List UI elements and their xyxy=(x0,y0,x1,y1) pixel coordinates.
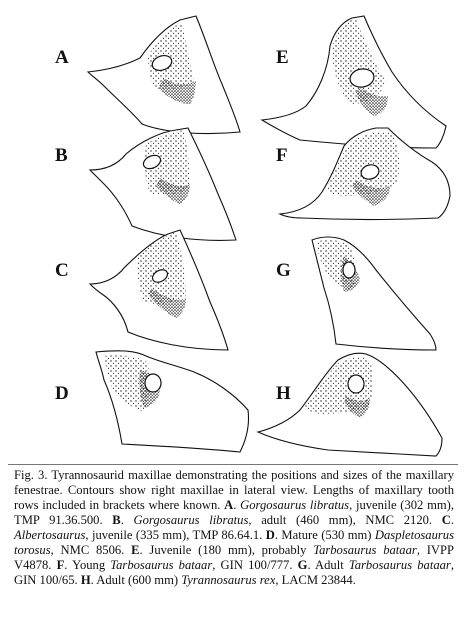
figure-label: Fig. 3. xyxy=(14,468,48,482)
panel-a: A xyxy=(55,15,241,135)
caption-taxon: Tarbosaurus bataar xyxy=(313,543,417,557)
panel-h: H xyxy=(256,352,443,457)
caption-entry-details: , juvenile (302 mm), TMP 91.36.500. xyxy=(14,498,454,527)
caption-entry-letter: A xyxy=(224,498,234,512)
caption-entry-details: , NMC 8506. xyxy=(50,543,132,557)
caption-taxon: Daspletosaurus torosus xyxy=(14,528,454,557)
panel-label: C xyxy=(55,260,69,281)
panel-c: C xyxy=(55,229,229,351)
panel-b: B xyxy=(55,127,237,241)
panel-label: F xyxy=(276,145,288,166)
panel-label: E xyxy=(276,47,289,68)
panel-label: H xyxy=(276,383,291,404)
caption-entry-prefix: Mature (530 mm) xyxy=(278,528,375,542)
panel-label: G xyxy=(276,260,291,281)
caption-entry-letter: G xyxy=(297,558,308,572)
caption-taxon: Albertosaurus xyxy=(14,528,86,542)
caption-taxon: Gorgosaurus libratus xyxy=(240,498,350,512)
caption-entry-letter: H xyxy=(80,573,91,587)
panel-label: D xyxy=(55,383,69,404)
caption-entry-letter: B xyxy=(112,513,121,527)
panel-label: B xyxy=(55,145,68,166)
caption-entry-details: , LACM 23844. xyxy=(275,573,356,587)
panel-label: A xyxy=(55,47,69,68)
caption-entry-letter: F xyxy=(56,558,65,572)
panel-d: D xyxy=(55,350,250,453)
caption-entry-prefix: Adult (600 mm) xyxy=(93,573,182,587)
caption-entry-prefix: Young xyxy=(67,558,111,572)
caption-entry-details: , GIN 100/777. xyxy=(212,558,298,572)
caption-entry-prefix: Juvenile (180 mm), probably xyxy=(142,543,314,557)
caption-entry-prefix xyxy=(124,513,134,527)
caption-intro: Tyrannosaurid maxillae demonstrating the… xyxy=(14,468,455,512)
caption-divider xyxy=(8,464,458,465)
caption-taxon: Gorgosaurus libratus xyxy=(133,513,249,527)
caption-taxon: Tyrannosaurus rex xyxy=(181,573,276,587)
caption-entry-details: , GIN 100/65. xyxy=(14,558,454,587)
figure-caption: Fig. 3. Tyrannosaurid maxillae demonstra… xyxy=(14,468,455,587)
panel-f: F xyxy=(276,127,451,221)
caption-entry-letter: C xyxy=(441,513,451,527)
figure-image: A B C D xyxy=(55,15,451,457)
caption-entry-details: , juvenile (335 mm), TMP 86.64.1. xyxy=(85,528,266,542)
panel-e: E xyxy=(260,15,447,149)
caption-entry-details: , adult (460 mm), NMC 2120. xyxy=(248,513,442,527)
caption-entry-details: , IVPP V4878. xyxy=(14,543,455,572)
caption-entry-prefix: Adult xyxy=(310,558,349,572)
caption-entry-letter: E xyxy=(131,543,140,557)
caption-taxon: Tarbosaurus bataar xyxy=(348,558,451,572)
panel-g: G xyxy=(276,236,437,351)
caption-taxon: Tarbosaurus bataar xyxy=(110,558,213,572)
caption-entry-letter: D xyxy=(265,528,275,542)
